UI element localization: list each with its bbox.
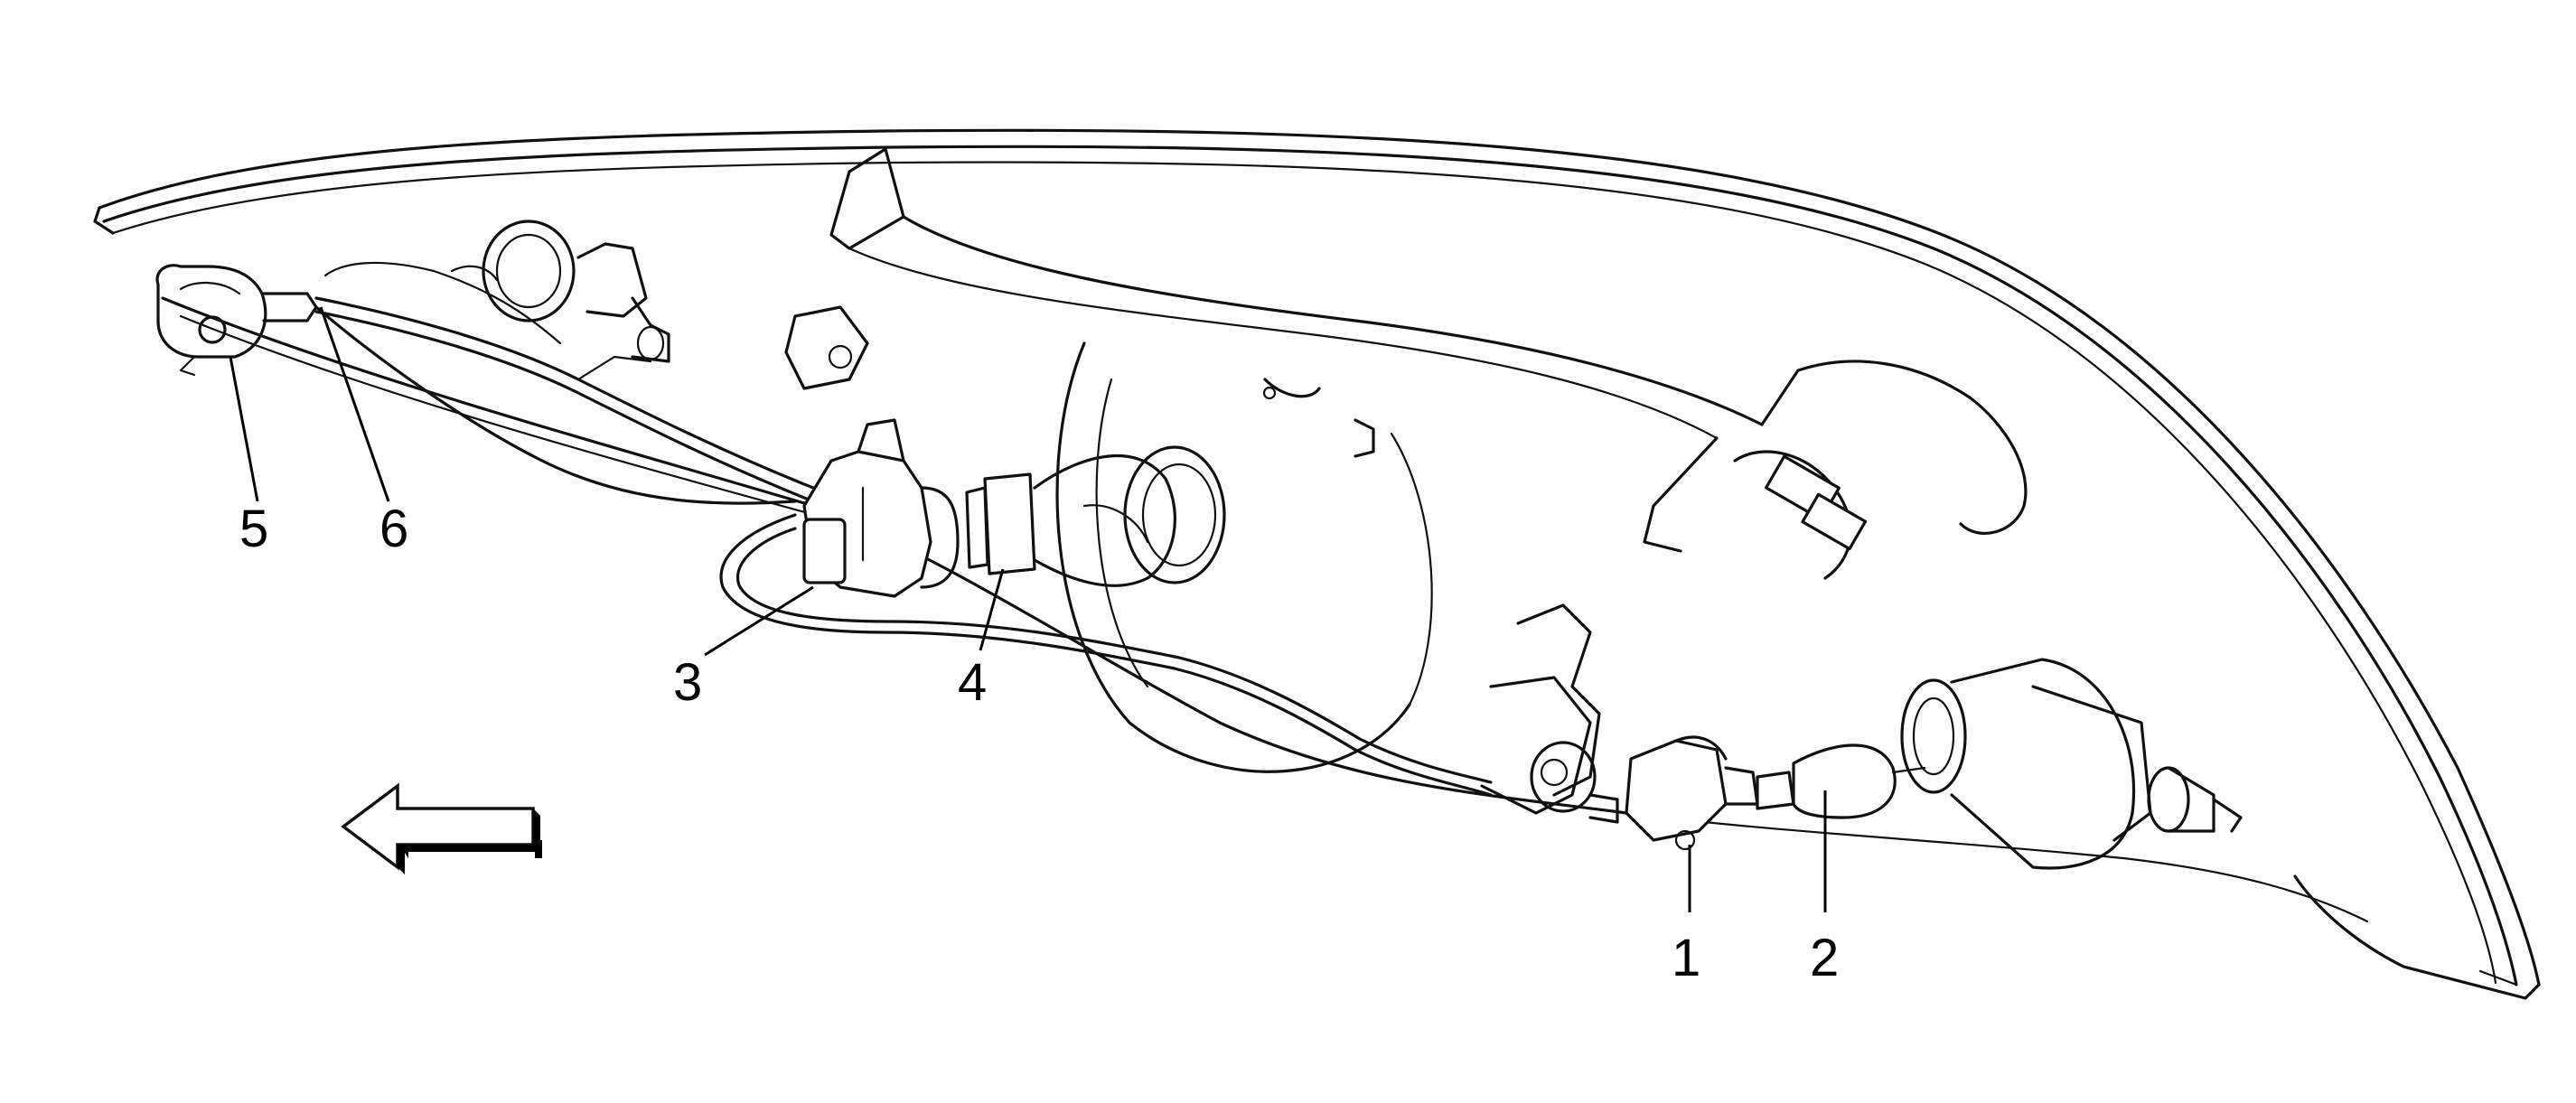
callout-1: 1 [1672, 929, 1700, 987]
left-arrow-icon [341, 782, 542, 874]
upper-bulb-socket [450, 220, 670, 363]
turn-signal-socket-housing [1733, 396, 2243, 870]
callout-labels: 1 2 3 4 5 6 [239, 500, 1839, 987]
mounting-bracket [1480, 603, 1619, 824]
leader-lines [229, 306, 1827, 912]
headlamp-bulb [965, 445, 1226, 587]
leader-5 [229, 356, 259, 502]
wire-harness [314, 261, 1493, 797]
callout-2: 2 [1810, 929, 1839, 987]
leader-4 [979, 568, 1005, 651]
headlamp-socket [802, 418, 960, 598]
callout-6: 6 [379, 500, 408, 558]
turn-signal-bulb [1756, 743, 1926, 819]
turn-signal-socket [1625, 735, 1759, 851]
leader-6 [319, 306, 390, 502]
callout-3: 3 [673, 653, 702, 712]
leader-3 [704, 585, 814, 657]
side-marker-socket [155, 264, 318, 377]
headlamp-housing [93, 128, 2541, 1000]
callout-5: 5 [239, 500, 268, 558]
callout-4: 4 [958, 653, 987, 712]
